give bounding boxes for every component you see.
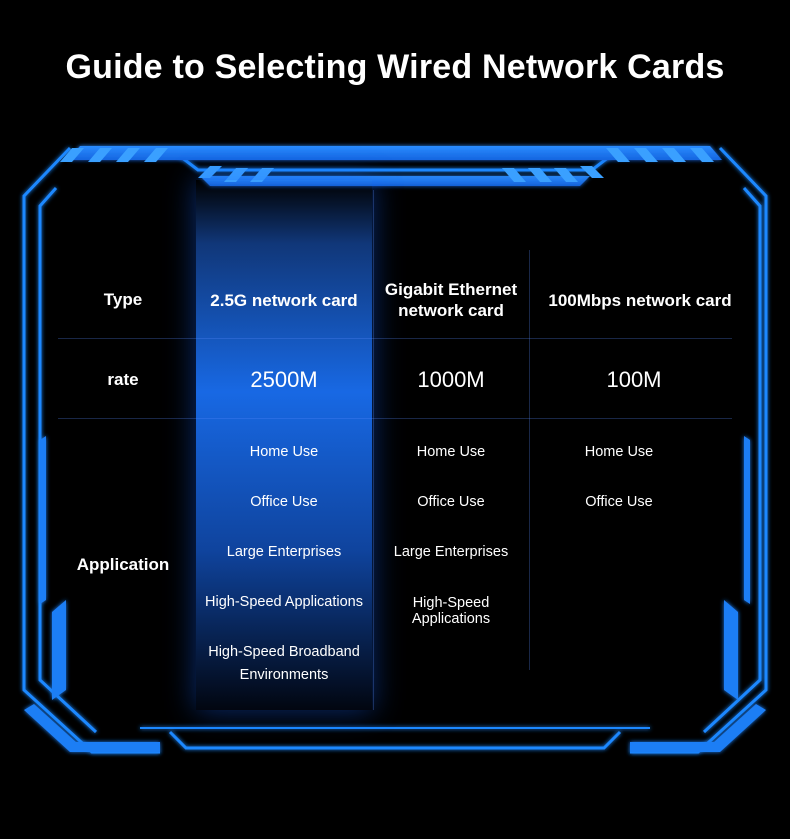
application-item: Office Use xyxy=(250,494,318,510)
column-divider xyxy=(373,190,374,710)
column-header-100mbps: 100Mbps network card xyxy=(548,290,732,310)
column-divider xyxy=(529,250,530,670)
application-item: Office Use xyxy=(585,494,653,510)
page-title: Guide to Selecting Wired Network Cards xyxy=(65,48,725,86)
highlighted-column-background xyxy=(196,180,372,710)
rate-100mbps: 100M xyxy=(606,367,662,392)
application-item: Home Use xyxy=(416,444,486,460)
application-item: Large Enterprises xyxy=(393,544,509,560)
rate-2-5g: 2500M xyxy=(250,367,318,392)
application-item: Large Enterprises xyxy=(226,544,342,560)
row-divider xyxy=(58,418,732,419)
application-item: High-Speed Applications xyxy=(411,595,491,627)
row-label-rate: rate xyxy=(107,370,139,389)
row-label-application: Application xyxy=(76,555,170,574)
application-item: Home Use xyxy=(584,444,654,460)
application-item: Office Use xyxy=(417,494,485,510)
row-divider xyxy=(58,338,732,339)
rate-gigabit: 1000M xyxy=(417,367,485,392)
application-item: High-Speed Broadband Environments xyxy=(208,644,360,683)
row-label-type: Type xyxy=(103,290,143,309)
column-header-gigabit: Gigabit Ethernet network card xyxy=(384,280,518,320)
application-item: High-Speed Applications xyxy=(205,594,363,610)
application-item: Home Use xyxy=(249,444,319,460)
column-header-2-5g: 2.5G network card xyxy=(210,290,358,310)
